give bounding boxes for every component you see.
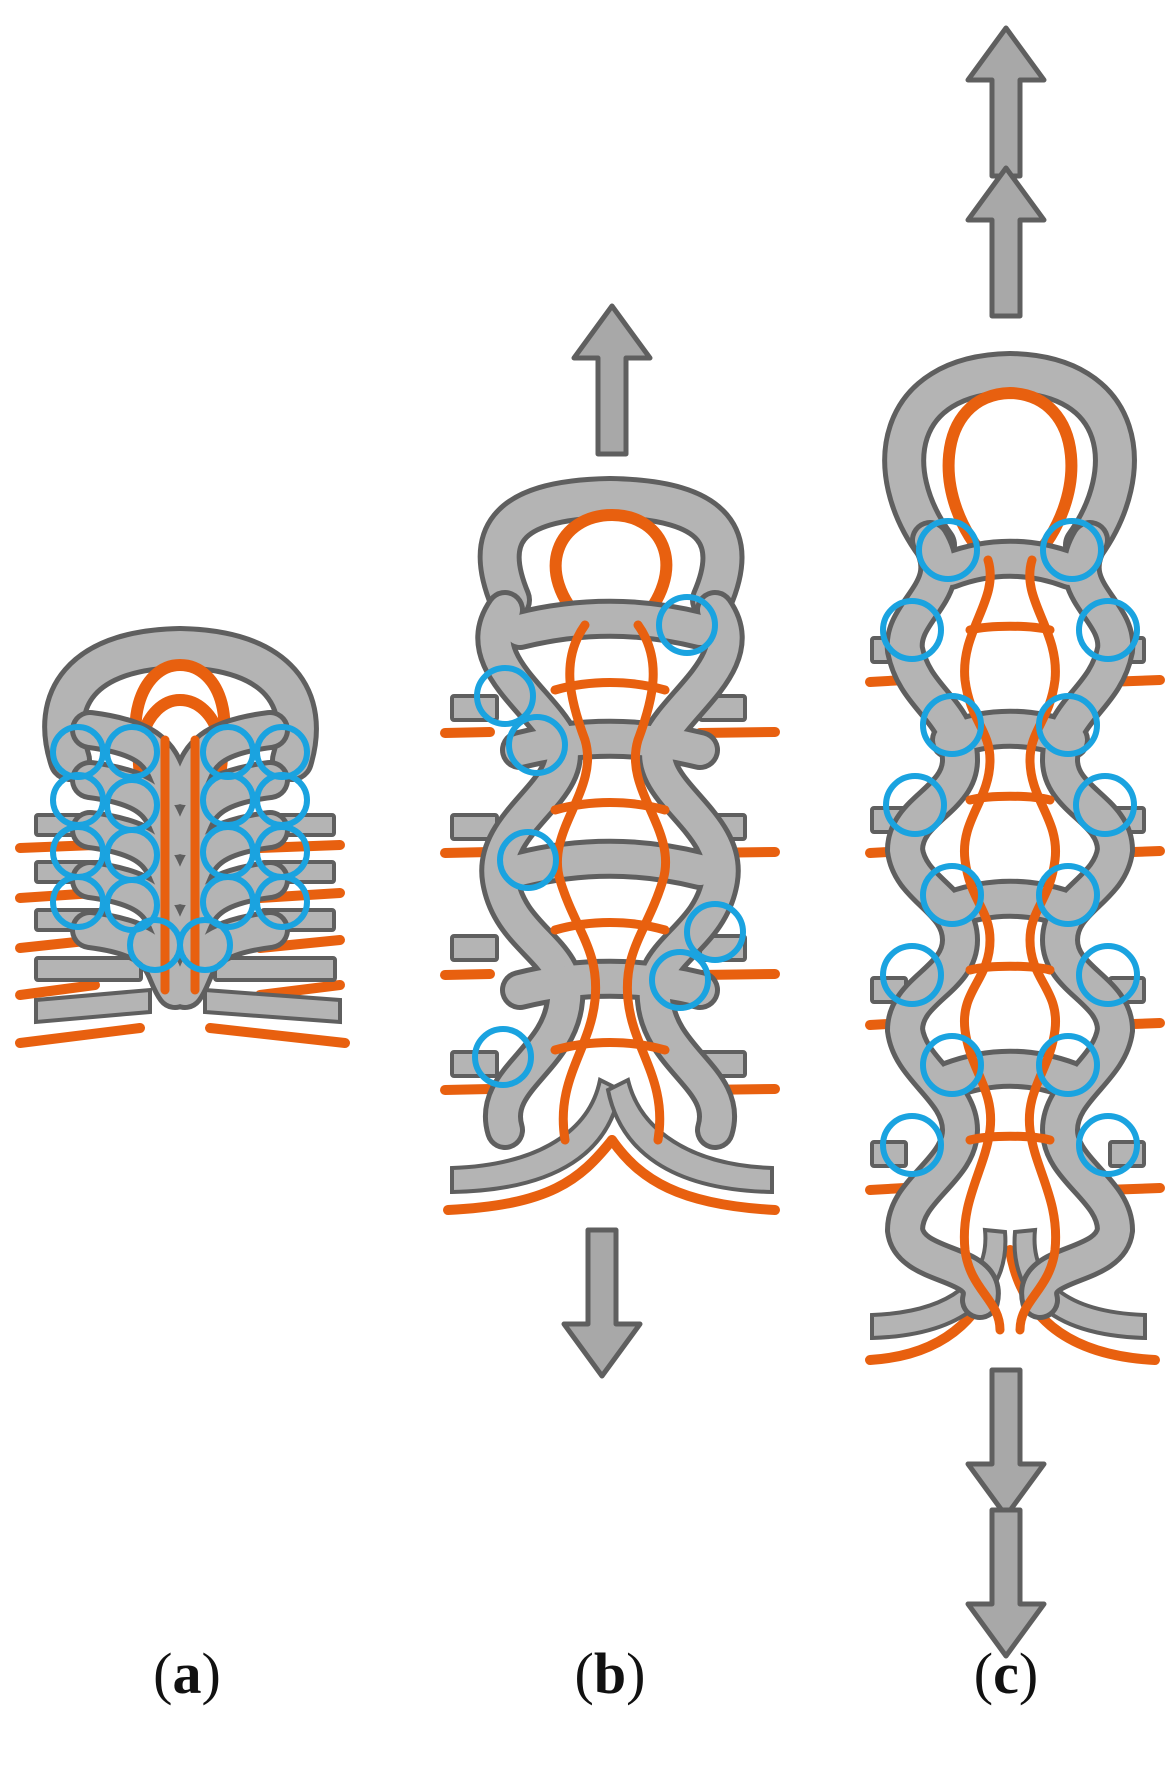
panel-a-contact-points [50, 724, 310, 973]
arrow-up-icon [968, 28, 1044, 176]
panel-label-a: (a) [153, 1641, 221, 1706]
circle-icon [1076, 598, 1140, 662]
arrow-up-icon [574, 306, 650, 454]
panel-c-contact-points [880, 518, 1140, 1177]
circle-icon [880, 598, 944, 662]
circle-icon [880, 1113, 944, 1177]
circle-icon [1036, 1033, 1100, 1097]
circle-icon [1036, 863, 1100, 927]
arrow-down-icon [564, 1230, 640, 1376]
panel-b-stretched [440, 306, 780, 1376]
arrow-down-icon [968, 1370, 1044, 1516]
circle-icon [1036, 693, 1100, 757]
circle-icon [1076, 943, 1140, 1007]
panel-label-b-text: b [593, 1641, 627, 1706]
panel-label-c: (c) [973, 1641, 1039, 1706]
panel-label-a-text: a [172, 1641, 202, 1706]
arrow-up-icon [968, 168, 1044, 316]
circle-icon [883, 773, 947, 837]
circle-icon [920, 1033, 984, 1097]
circle-icon [474, 665, 536, 727]
panel-label-b: (b) [574, 1641, 646, 1706]
circle-icon [920, 863, 984, 927]
circle-icon [497, 829, 559, 891]
circle-icon [254, 874, 310, 930]
arrow-down-icon [968, 1510, 1044, 1656]
panel-c-top-loop [882, 350, 1137, 567]
circle-icon [656, 594, 718, 656]
circle-icon [1040, 518, 1104, 582]
panel-b-contact-points [472, 594, 746, 1088]
circle-icon [506, 714, 568, 776]
circle-icon [177, 917, 233, 973]
circle-icon [649, 949, 711, 1011]
panel-b-top-loop [477, 475, 745, 631]
circle-icon [1076, 1113, 1140, 1177]
circle-icon [880, 943, 944, 1007]
circle-icon [684, 901, 746, 963]
circle-icon [200, 874, 256, 930]
panel-label-c-text: c [993, 1641, 1019, 1706]
circle-icon [1073, 773, 1137, 837]
circle-icon [50, 874, 106, 930]
circle-icon [916, 518, 980, 582]
panel-c-loop-chain [884, 520, 1136, 1335]
circle-icon [920, 693, 984, 757]
circle-icon [472, 1026, 534, 1088]
panel-c-highly-stretched [865, 28, 1165, 1656]
panel-a-relaxed [15, 625, 350, 1048]
